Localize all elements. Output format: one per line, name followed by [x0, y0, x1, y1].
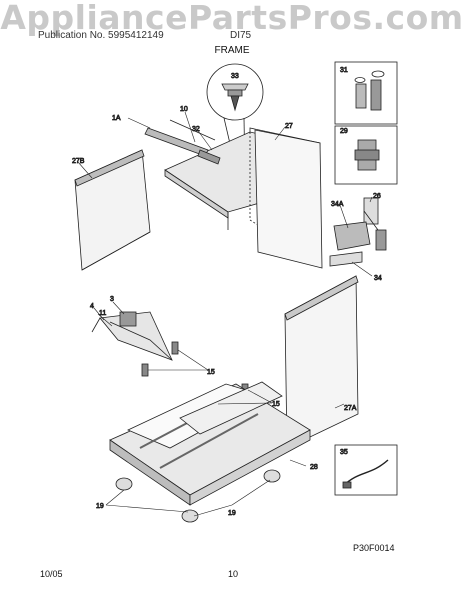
label-15-lower: 15	[272, 401, 280, 408]
publication-number: Publication No. 5995412149	[38, 30, 164, 41]
bracket-assembly	[91, 311, 173, 361]
label-27a: 27A	[344, 405, 357, 412]
label-19-right: 19	[228, 510, 236, 517]
label-31: 31	[340, 67, 348, 74]
label-4: 4	[90, 303, 94, 310]
label-32: 32	[192, 126, 200, 133]
callout-33	[206, 63, 264, 179]
front-panel-27a	[284, 275, 359, 449]
page-number: 10	[228, 569, 239, 579]
label-1a: 1A	[112, 115, 121, 122]
label-28: 28	[310, 464, 318, 471]
label-29: 29	[340, 128, 348, 135]
label-35: 35	[340, 449, 348, 456]
label-10: 10	[180, 106, 188, 113]
inset-35	[334, 444, 398, 496]
base-frame	[109, 381, 311, 506]
label-19-left: 19	[96, 503, 104, 510]
label-11: 11	[99, 310, 106, 317]
label-26: 26	[373, 193, 381, 200]
casters-19	[115, 469, 281, 523]
label-3: 3	[110, 296, 114, 303]
footer-date: 10/05	[40, 569, 63, 579]
inset-31	[334, 61, 398, 125]
label-15-upper: 15	[207, 369, 215, 376]
side-panel-27	[254, 129, 323, 269]
label-33: 33	[231, 73, 239, 80]
side-panel-27b	[74, 149, 151, 271]
side-rail	[144, 119, 221, 165]
figure-reference: P30F0014	[353, 543, 395, 553]
inset-29	[334, 125, 398, 185]
section-title: FRAME	[214, 45, 250, 56]
valve-assembly	[329, 197, 387, 267]
leader-lines	[77, 111, 373, 517]
watermark: AppliancePartsPros.com	[0, 0, 464, 37]
label-27: 27	[285, 123, 293, 130]
model-number: DI75	[230, 30, 252, 41]
label-34: 34	[374, 275, 382, 282]
label-27b: 27B	[72, 158, 85, 165]
label-34a: 34A	[331, 201, 344, 208]
